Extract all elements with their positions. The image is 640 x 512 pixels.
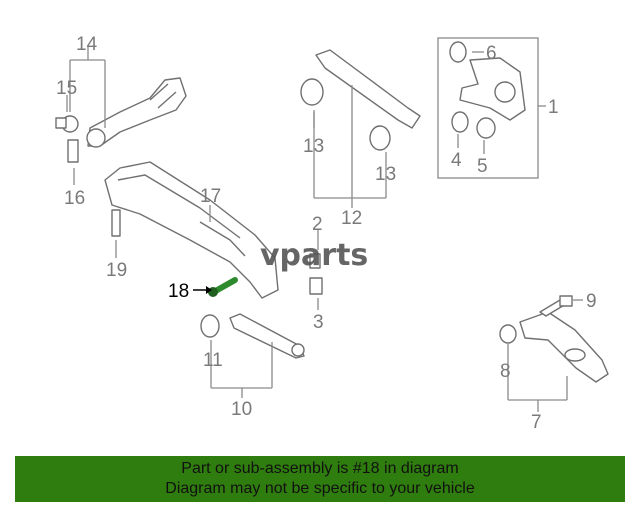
bolts-2-3 [309, 230, 323, 310]
callout-1: 1 [548, 97, 559, 118]
callout-15: 15 [56, 78, 77, 99]
callout-6: 6 [486, 43, 497, 64]
callout-11: 11 [203, 350, 223, 371]
callout-18-highlighted: 18 [168, 281, 189, 302]
callout-10: 10 [231, 399, 252, 420]
callout-14: 14 [76, 34, 98, 55]
info-banner: Part or sub-assembly is #18 in diagram D… [15, 456, 625, 502]
callout-17: 17 [200, 186, 221, 207]
callout-9: 9 [586, 291, 597, 312]
callout-7: 7 [531, 412, 542, 433]
lower-arm-7 [499, 295, 609, 412]
lateral-link-12 [300, 49, 421, 208]
rear-crossmember [104, 161, 279, 299]
callout-5: 5 [477, 156, 488, 177]
callout-8: 8 [500, 361, 511, 382]
callout-12: 12 [341, 208, 362, 229]
upper-arm-assembly [55, 45, 187, 185]
part-18-bolt-highlight [193, 277, 238, 297]
parts-diagram: vparts 14 15 16 17 19 18 2 3 13 13 12 6 … [55, 34, 609, 433]
watermark: vparts [260, 238, 368, 273]
knuckle-assembly-box [437, 37, 546, 179]
banner-line-1: Part or sub-assembly is #18 in diagram [181, 460, 459, 477]
callout-4: 4 [451, 150, 462, 171]
banner-line-2: Diagram may not be specific to your vehi… [165, 480, 475, 497]
callout-13-right: 13 [375, 164, 396, 185]
callout-2: 2 [312, 214, 323, 235]
callout-16: 16 [64, 188, 85, 209]
callout-13-left: 13 [303, 136, 324, 157]
trailing-link-10 [200, 313, 305, 398]
callout-3: 3 [313, 312, 324, 333]
callout-19: 19 [106, 260, 127, 281]
